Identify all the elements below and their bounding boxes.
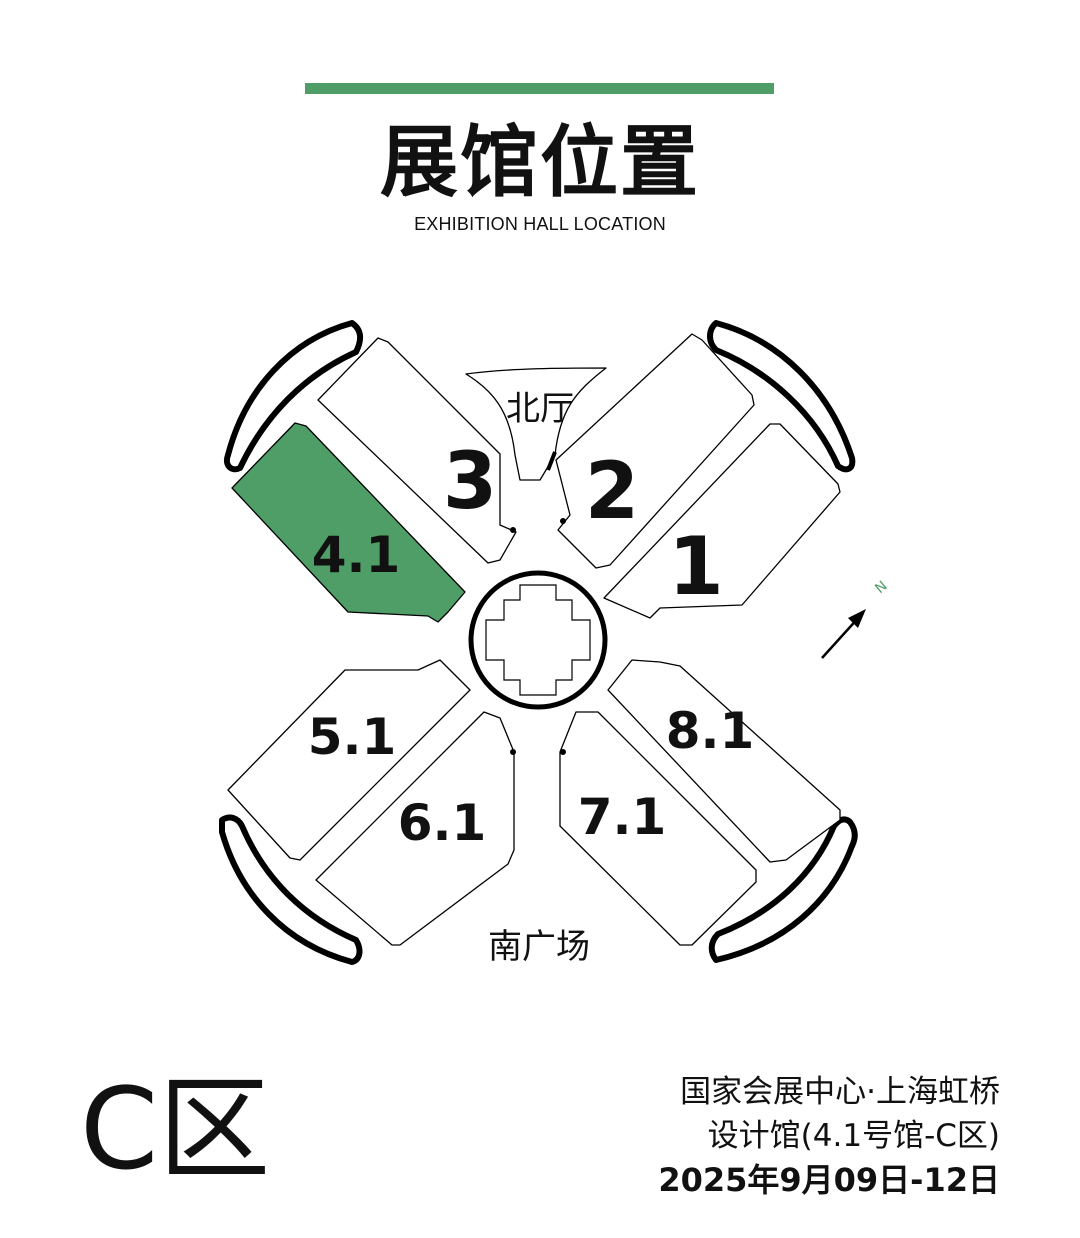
corner-building-se [708,816,858,963]
hall-3-shape [317,337,517,564]
marker-dot [510,527,516,533]
central-plaza-inner [485,584,591,696]
hall-6-1-label: 6.1 [398,794,487,852]
hall-4-1-label[interactable]: 4.1 [312,526,401,584]
page-subtitle: EXHIBITION HALL LOCATION [414,214,666,234]
venue-info: 国家会展中心·上海虹桥 设计馆(4.1号馆-C区) 2025年9月09日-12日 [658,1070,1000,1202]
central-plaza [468,570,608,710]
accent-bar [305,83,774,94]
page-title: 展馆位置 [379,118,700,208]
hall-8-1-shape [607,659,841,863]
north-hall-shape [465,367,607,481]
corner-building-ne [707,320,856,473]
north-label: N [872,578,890,597]
south-plaza-label: 南广场 [488,927,590,967]
north-hall-label: 北厅 [506,389,574,429]
zone-label: C区 [80,1065,271,1195]
hall-8-1-label: 8.1 [666,702,755,760]
hall-4-1-shape[interactable] [231,422,466,623]
hall-2-label: 2 [585,447,639,537]
hall-1-shape [603,423,841,619]
corner-building-nw [224,320,364,473]
hall-5-1-shape [227,659,471,861]
hall-3-label: 3 [443,437,497,527]
event-dates: 2025年9月09日-12日 [658,1161,1000,1199]
hall-6-1-shape [315,711,515,946]
hall-7-1-shape [559,711,757,946]
north-arrow-icon [821,609,866,659]
venue-hall: 设计馆(4.1号馆-C区) [707,1118,1000,1154]
marker-dot [560,749,566,755]
north-hall-marker [546,451,557,471]
corner-building-sw [219,814,363,965]
marker-dot [560,518,566,524]
hall-1-label: 1 [668,520,724,613]
venue-name: 国家会展中心·上海虹桥 [680,1074,1000,1110]
hall-7-1-label: 7.1 [578,788,667,846]
hall-5-1-label: 5.1 [308,708,397,766]
marker-dot [510,749,516,755]
